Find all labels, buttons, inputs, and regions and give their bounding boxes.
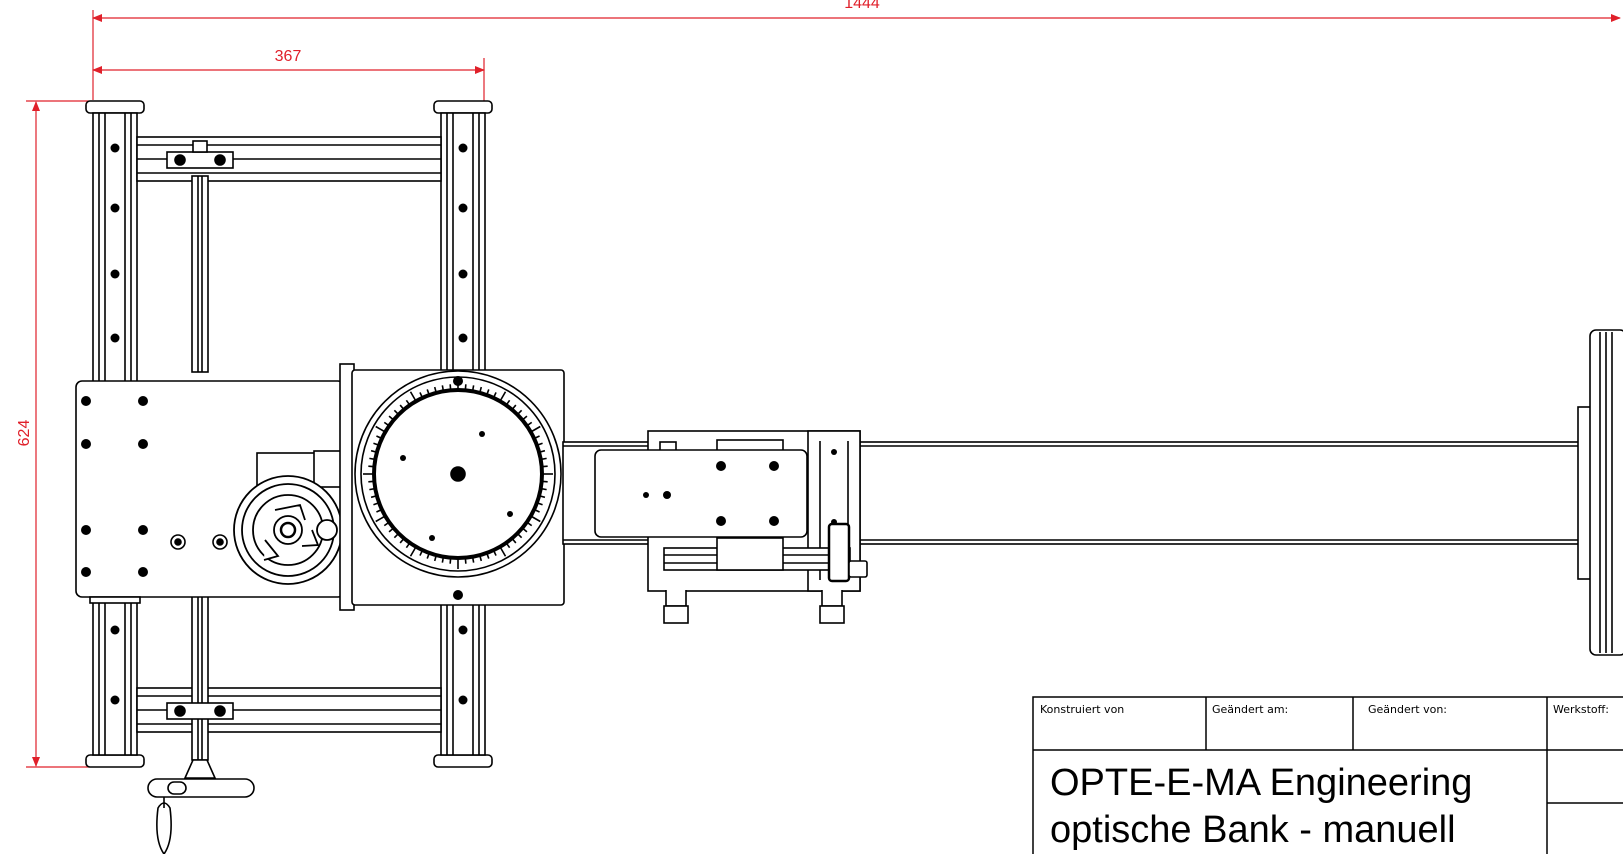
rotary-stage <box>339 363 565 611</box>
material-label: Werkstoff: <box>1553 703 1609 716</box>
dial-tick <box>399 404 405 411</box>
dial-tick <box>449 384 452 391</box>
dial-tick <box>540 487 547 491</box>
dial-tick <box>541 465 548 468</box>
carriage-holes <box>81 396 148 577</box>
dial-tick <box>530 425 541 433</box>
dial-tick <box>405 399 411 406</box>
dial-tick <box>393 409 400 416</box>
dial-tick <box>521 527 528 533</box>
dial-tick <box>369 487 376 491</box>
dial-tick <box>471 385 475 392</box>
dial-tick <box>409 391 417 402</box>
dial-tick <box>405 542 411 549</box>
dial-tick <box>499 391 507 402</box>
profile-holes <box>110 143 468 705</box>
slide-top-plate <box>594 449 808 538</box>
rail-end-plate <box>1577 329 1623 656</box>
dial-tick <box>409 546 417 557</box>
dial-tick <box>433 386 438 394</box>
dial-tick <box>526 421 533 427</box>
dimension-lines <box>26 10 1621 768</box>
dial-tick <box>492 549 497 556</box>
dial-tick <box>426 389 431 396</box>
dial-tick <box>464 557 467 564</box>
dial-tick <box>511 404 517 411</box>
changed-on-label: Geändert am: <box>1212 703 1288 716</box>
dial-tick <box>485 552 490 559</box>
rotary-dial-holes <box>400 376 513 600</box>
dial-tick <box>533 435 540 440</box>
dial-tick <box>376 508 383 513</box>
dial-tick <box>492 392 497 399</box>
dial-tick <box>399 537 405 544</box>
dial-tick <box>441 556 445 563</box>
changed-by-label: Geändert von: <box>1368 703 1447 716</box>
dial-tick <box>505 542 511 549</box>
dial-tick <box>449 557 452 564</box>
dial-tick <box>373 442 380 447</box>
drawing-title: optische Bank - manuell <box>1050 809 1456 851</box>
dial-tick <box>383 521 390 527</box>
dial-tick <box>521 415 528 421</box>
dial-tick <box>383 421 390 427</box>
dial-tick <box>541 480 548 483</box>
dial-tick <box>368 480 375 483</box>
slide-carriage <box>594 430 868 624</box>
right-bottom-cap <box>433 754 493 768</box>
dim-total-width-label: 1444 <box>844 0 880 12</box>
dial-tick <box>471 556 475 563</box>
dial-tick <box>375 425 386 433</box>
dial-tick <box>370 449 378 454</box>
dial-tick <box>536 442 543 447</box>
left-bottom-cap <box>85 754 145 768</box>
rotation-handwheel <box>233 475 343 585</box>
designed-by-label: Konstruiert von <box>1040 703 1124 716</box>
dial-tick <box>441 385 445 392</box>
dial-tick <box>419 392 424 399</box>
dial-tick <box>464 384 467 391</box>
dial-tick <box>516 532 523 539</box>
dial-tick <box>373 501 380 506</box>
dial-tick <box>370 494 378 499</box>
dial-tick <box>426 552 431 559</box>
dial-tick <box>538 449 546 454</box>
carriage-slots <box>170 534 228 550</box>
dial-tick <box>478 386 483 394</box>
dial-tick <box>526 521 533 527</box>
left-top-cap <box>85 100 145 114</box>
dial-tick <box>511 537 517 544</box>
dial-tick <box>505 399 511 406</box>
dial-tick <box>375 515 386 523</box>
dial-tick <box>376 435 383 440</box>
dial-tick <box>499 546 507 557</box>
dial-tick <box>433 554 438 562</box>
dial-tick <box>368 465 375 468</box>
dial-tick <box>485 389 490 396</box>
dial-tick <box>540 457 547 461</box>
dial-tick <box>388 415 395 421</box>
title-block <box>1032 696 1623 854</box>
dial-tick <box>538 494 546 499</box>
dial-tick <box>419 549 424 556</box>
dial-tick <box>388 527 395 533</box>
top-horizontal-rails <box>136 136 442 182</box>
slide-carriage-holes <box>643 449 837 526</box>
dim-frame-width-label: 367 <box>275 48 302 65</box>
dial-tick <box>369 457 376 461</box>
rotary-dial-ticks <box>363 379 553 569</box>
dial-tick <box>478 554 483 562</box>
dial-tick <box>536 501 543 506</box>
dial-tick <box>393 532 400 539</box>
bottom-handwheel <box>147 759 255 854</box>
dial-tick <box>530 515 541 523</box>
company-name: OPTE-E-MA Engineering <box>1050 762 1472 804</box>
dim-frame-height-label: 624 <box>16 420 33 447</box>
right-top-cap <box>433 100 493 114</box>
dial-tick <box>533 508 540 513</box>
dial-tick <box>516 409 523 416</box>
